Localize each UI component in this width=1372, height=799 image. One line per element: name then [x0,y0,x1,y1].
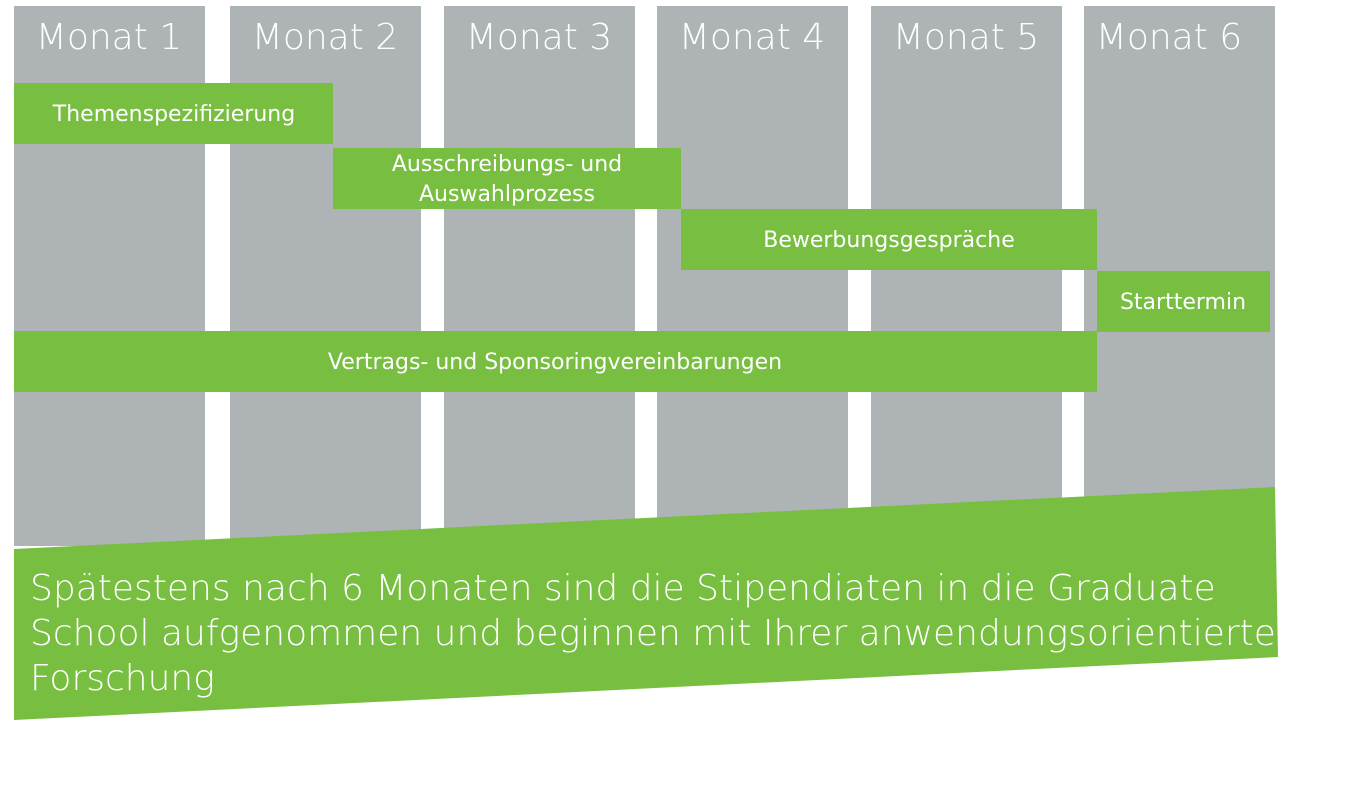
banner-line-3: Forschung [30,658,215,699]
task-label-bewerbungsgespraeche: Bewerbungsgespräche [763,228,1015,253]
task-label-ausschreibung-line2: Auswahlprozess [419,182,595,207]
task-bar-ausschreibung: Ausschreibungs- und Auswahlprozess [333,148,681,209]
month-column-5: Monat 5 [871,6,1062,546]
summary-banner: Spätestens nach 6 Monaten sind die Stipe… [14,487,1299,720]
task-bar-starttermin: Starttermin [1097,271,1270,332]
month-column-3: Monat 3 [444,6,635,546]
task-label-themenspezifizierung: Themenspezifizierung [52,102,295,127]
task-bar-themenspezifizierung: Themenspezifizierung [14,83,333,144]
task-bars: Themenspezifizierung Ausschreibungs- und… [14,83,1270,392]
month-label-5: Monat 5 [893,17,1039,58]
month-label-6: Monat 6 [1096,17,1242,58]
banner-line-2: School aufgenommen und beginnen mit Ihre… [30,613,1299,654]
month-label-3: Monat 3 [466,17,612,58]
task-bar-bewerbungsgespraeche: Bewerbungsgespräche [681,209,1097,270]
month-label-2: Monat 2 [252,17,398,58]
banner-shape [14,487,1278,720]
task-bar-vertrag: Vertrags- und Sponsoringvereinbarungen [14,331,1097,392]
banner-line-1: Spätestens nach 6 Monaten sind die Stipe… [30,568,1216,609]
task-label-ausschreibung-line1: Ausschreibungs- und [392,152,622,177]
month-label-1: Monat 1 [36,17,182,58]
task-label-vertrag: Vertrags- und Sponsoringvereinbarungen [328,350,782,375]
month-column-4: Monat 4 [657,6,848,546]
month-label-4: Monat 4 [679,17,825,58]
task-label-starttermin: Starttermin [1120,290,1246,315]
